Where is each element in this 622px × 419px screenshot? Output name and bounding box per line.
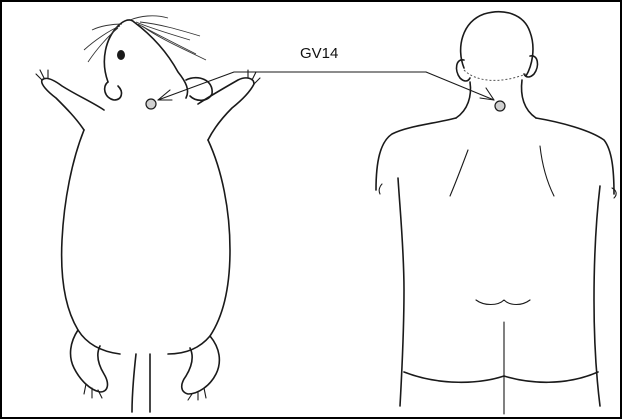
rat-eye [117, 50, 125, 60]
rat-gv14-point [146, 99, 156, 109]
human-gv14-point [495, 101, 505, 111]
gv14-label: GV14 [300, 45, 338, 62]
